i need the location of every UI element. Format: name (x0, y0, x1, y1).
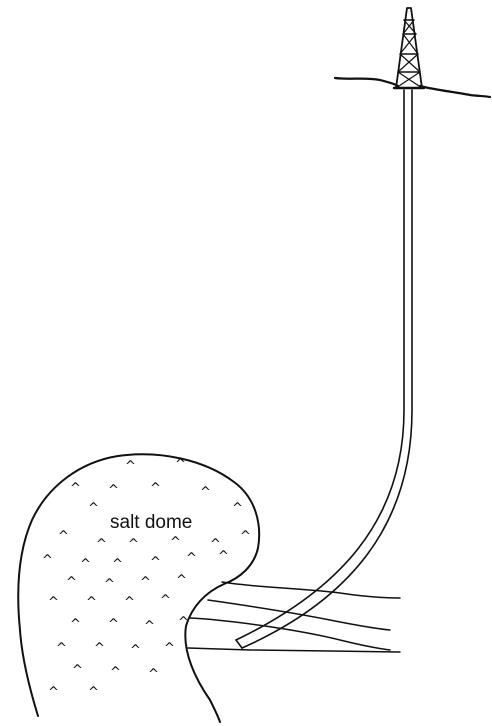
salt-texture-mark: ^ (70, 617, 81, 632)
salt-texture-mark: ^ (240, 529, 251, 544)
salt-texture-mark: ^ (70, 481, 81, 496)
salt-texture-mark: ^ (110, 665, 121, 680)
salt-texture-mark: ^ (175, 457, 186, 472)
salt-texture-mark: ^ (200, 485, 211, 500)
stratum-line-4 (188, 648, 400, 652)
salt-texture-mark: ^ (178, 615, 189, 630)
salt-texture-mark: ^ (112, 557, 123, 572)
salt-texture-mark: ^ (130, 643, 141, 658)
salt-texture-mark: ^ (160, 593, 171, 608)
drilling-rig-icon (394, 8, 424, 88)
salt-texture-mark: ^ (42, 553, 53, 568)
rock-strata (188, 582, 400, 652)
salt-texture-mark: ^ (170, 535, 181, 550)
salt-texture-mark: ^ (128, 537, 139, 552)
salt-texture-mark: ^ (186, 551, 197, 566)
salt-texture-mark: ^ (72, 663, 83, 678)
salt-texture-mark: ^ (125, 459, 136, 474)
salt-texture-mark: ^ (150, 555, 161, 570)
salt-texture-mark: ^ (94, 641, 105, 656)
salt-texture-mark: ^ (48, 595, 59, 610)
wellbore (236, 90, 412, 648)
salt-texture-mark: ^ (96, 537, 107, 552)
salt-texture-mark: ^ (108, 483, 119, 498)
salt-dome-texture: ^ ^ ^ ^ ^ ^ ^ ^ ^ ^ ^ ^ ^ ^ ^ ^ ^ ^ ^ ^ ^ ^ ^ ^ ^ ^ ^ ^ ^ ^ ^ ^ ^ ^ ^ ^ ^ ^ ^ ^… (42, 457, 251, 700)
salt-texture-mark: ^ (66, 575, 77, 590)
salt-texture-mark: ^ (104, 577, 115, 592)
salt-texture-mark: ^ (108, 617, 119, 632)
salt-texture-mark: ^ (80, 557, 91, 572)
salt-dome-outline (18, 454, 259, 722)
salt-dome-label: salt dome (110, 512, 192, 533)
stratum-line-2 (208, 600, 390, 630)
salt-texture-mark: ^ (164, 641, 175, 656)
salt-texture-mark: ^ (150, 481, 161, 496)
salt-texture-mark: ^ (144, 619, 155, 634)
salt-texture-mark: ^ (148, 667, 159, 682)
salt-texture-mark: ^ (232, 501, 243, 516)
salt-texture-mark: ^ (58, 529, 69, 544)
salt-texture-mark: ^ (88, 685, 99, 700)
salt-texture-mark: ^ (86, 595, 97, 610)
salt-texture-mark: ^ (88, 501, 99, 516)
salt-texture-mark: ^ (140, 575, 151, 590)
salt-texture-mark: ^ (124, 595, 135, 610)
salt-texture-mark: ^ (176, 573, 187, 588)
salt-texture-mark: ^ (218, 549, 229, 564)
salt-texture-mark: ^ (48, 685, 59, 700)
salt-texture-mark: ^ (56, 641, 67, 656)
